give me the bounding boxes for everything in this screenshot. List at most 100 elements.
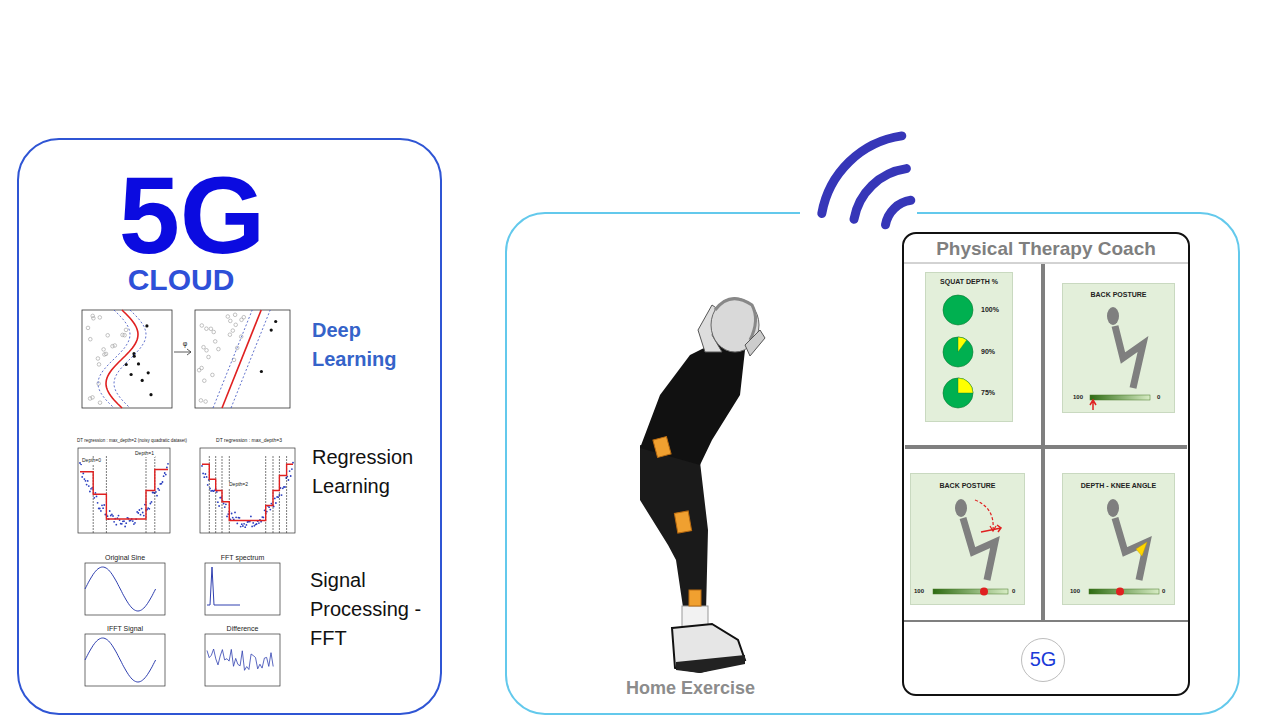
coach-grid bbox=[903, 263, 1189, 621]
data-point bbox=[236, 523, 238, 525]
data-point bbox=[209, 327, 213, 331]
data-point bbox=[102, 507, 104, 509]
data-point bbox=[130, 520, 132, 522]
data-point bbox=[167, 463, 169, 465]
data-point bbox=[212, 330, 216, 334]
knee-angle-panel: DEPTH - KNEE ANGLE1000 bbox=[1062, 473, 1175, 605]
data-point bbox=[228, 333, 232, 337]
plot-title: DT regression : max_depth=2 (noisy quadr… bbox=[68, 438, 196, 443]
split-line bbox=[229, 456, 230, 533]
data-point bbox=[151, 501, 153, 503]
method-label: Regression Learning bbox=[312, 443, 430, 501]
data-point bbox=[143, 515, 145, 517]
data-point bbox=[284, 486, 286, 488]
decision-boundary bbox=[222, 310, 261, 408]
5g-badge: 5G bbox=[1021, 638, 1065, 682]
data-point bbox=[242, 525, 244, 527]
data-point bbox=[121, 523, 123, 525]
split-line bbox=[265, 456, 266, 533]
badge-text: 5G bbox=[1021, 648, 1065, 671]
data-point bbox=[111, 513, 113, 515]
data-point bbox=[145, 324, 148, 327]
sensor bbox=[674, 511, 691, 533]
data-point bbox=[229, 319, 233, 323]
sensor bbox=[653, 436, 671, 457]
panel-illustration bbox=[1063, 284, 1174, 412]
method-label: Signal Processing - FFT bbox=[310, 566, 424, 653]
data-point bbox=[97, 363, 101, 367]
plot-frame bbox=[85, 563, 165, 615]
shoe bbox=[672, 624, 745, 672]
split-line bbox=[215, 456, 216, 533]
data-point bbox=[101, 504, 103, 506]
score-bar bbox=[1090, 395, 1150, 400]
exercising-person bbox=[640, 298, 765, 673]
coach-app-screen: Physical Therapy CoachSQUAT DEPTH %100%9… bbox=[902, 232, 1190, 696]
data-point bbox=[200, 324, 204, 328]
scale-value: 100 bbox=[1073, 394, 1087, 401]
data-point bbox=[86, 484, 88, 486]
data-point bbox=[164, 472, 166, 474]
data-point bbox=[226, 315, 230, 319]
data-point bbox=[124, 526, 126, 528]
data-point bbox=[263, 517, 265, 519]
data-point bbox=[246, 524, 248, 526]
data-point bbox=[148, 508, 150, 510]
pie-slice bbox=[958, 378, 973, 393]
data-point bbox=[205, 327, 209, 331]
plot-title: Original Sine bbox=[85, 554, 165, 562]
data-point bbox=[91, 314, 95, 318]
data-point bbox=[240, 526, 242, 528]
difference-curve bbox=[207, 649, 273, 670]
plot-frame bbox=[85, 634, 165, 686]
data-point bbox=[244, 526, 246, 528]
data-point bbox=[232, 517, 234, 519]
panel-title: SQUAT DEPTH % bbox=[925, 278, 1013, 286]
plot-title: DT regression : max_depth=3 bbox=[200, 438, 298, 444]
panel-illustration bbox=[911, 474, 1024, 604]
data-point bbox=[89, 491, 91, 493]
score-marker bbox=[980, 588, 988, 596]
data-point bbox=[118, 515, 120, 517]
data-point bbox=[226, 516, 228, 518]
score-marker bbox=[1116, 588, 1124, 596]
data-point bbox=[123, 333, 127, 337]
data-point bbox=[205, 473, 207, 475]
figure-body bbox=[963, 518, 995, 580]
knee-angle-mark bbox=[1136, 542, 1147, 556]
data-point bbox=[106, 334, 110, 338]
data-point bbox=[243, 523, 245, 525]
correction-arrow bbox=[981, 525, 1001, 532]
data-point bbox=[125, 522, 127, 524]
data-point bbox=[85, 480, 87, 482]
data-point bbox=[123, 520, 125, 522]
regression-steps bbox=[202, 464, 293, 520]
title-text: 5G bbox=[117, 160, 267, 270]
data-point bbox=[161, 483, 163, 485]
scale-value: 100 bbox=[1070, 588, 1084, 595]
plot-frame bbox=[200, 448, 295, 533]
data-point bbox=[95, 492, 97, 494]
plot-frame bbox=[195, 310, 290, 408]
data-point bbox=[91, 396, 95, 400]
split-line bbox=[154, 456, 155, 533]
data-point bbox=[288, 479, 290, 481]
plot-frame bbox=[205, 563, 280, 615]
data-point bbox=[292, 462, 294, 464]
subtitle-text: CLOUD bbox=[122, 263, 240, 298]
data-point bbox=[150, 503, 152, 505]
border-gap bbox=[800, 211, 917, 216]
data-point bbox=[269, 509, 271, 511]
data-point bbox=[223, 503, 225, 505]
data-point bbox=[96, 357, 100, 361]
scale-value: 0 bbox=[1157, 394, 1167, 401]
data-point bbox=[130, 373, 133, 376]
data-point bbox=[157, 488, 159, 490]
data-point bbox=[89, 337, 93, 341]
data-point bbox=[290, 475, 292, 477]
data-point bbox=[207, 355, 211, 359]
data-point bbox=[239, 517, 241, 519]
mapping-arrow bbox=[174, 349, 191, 355]
data-point bbox=[97, 502, 99, 504]
depth-label: Depth=2 bbox=[228, 482, 249, 488]
